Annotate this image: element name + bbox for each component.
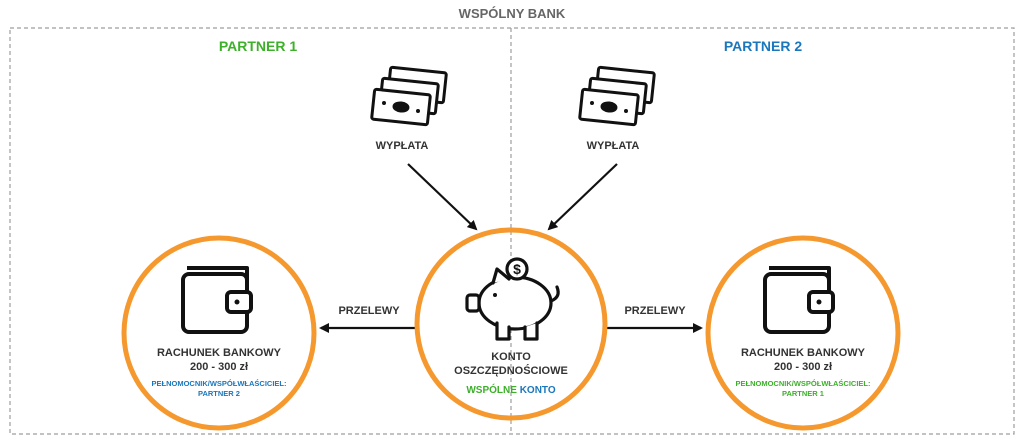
account-amount-right: 200 - 300 zł [773, 361, 833, 373]
savings-tag: WSPÓLNE KONTO [460, 385, 562, 396]
partner-1-label: PARTNER 1 [218, 38, 298, 54]
account-amount-left: 200 - 300 zł [189, 361, 249, 373]
savings-tag-part1: WSPÓLNE [466, 385, 517, 396]
account-note-right-line1: PEŁNOMOCNIK/WSPÓŁWŁAŚCICIEL: [735, 379, 871, 388]
income-arrow-right [547, 163, 618, 231]
savings-circle [414, 227, 608, 421]
savings-title-line2: OSZCZĘDNOŚCIOWE [454, 365, 568, 377]
savings-title-line1: KONTO [491, 351, 531, 363]
money-icon [370, 65, 448, 127]
account-note-right-line2: PARTNER 1 [782, 389, 824, 398]
transfer-label-right: PRZELEWY [624, 305, 686, 317]
account-circle-left [121, 235, 317, 431]
partner-2-label: PARTNER 2 [723, 38, 803, 54]
income-arrow-left [407, 163, 478, 231]
account-title-right: RACHUNEK BANKOWY [740, 347, 866, 359]
account-note-left-line2: PARTNER 2 [198, 389, 240, 398]
wallet-icon [763, 266, 835, 334]
wallet-icon [181, 266, 253, 334]
income-label-left: WYPŁATA [375, 140, 429, 152]
income-label-right: WYPŁATA [586, 140, 640, 152]
transfer-label-left: PRZELEWY [338, 305, 400, 317]
svg-text:$: $ [513, 261, 521, 277]
savings-tag-part2: KONTO [519, 385, 556, 396]
piggy-bank-icon: $ [465, 257, 560, 341]
bank-boundary [9, 27, 1015, 435]
money-icon [578, 65, 656, 127]
bank-title: WSPÓLNY BANK [458, 6, 566, 21]
account-note-left-line1: PEŁNOMOCNIK/WSPÓŁWŁAŚCICIEL: [151, 379, 287, 388]
account-title-left: RACHUNEK BANKOWY [156, 347, 282, 359]
account-circle-right [705, 235, 901, 431]
